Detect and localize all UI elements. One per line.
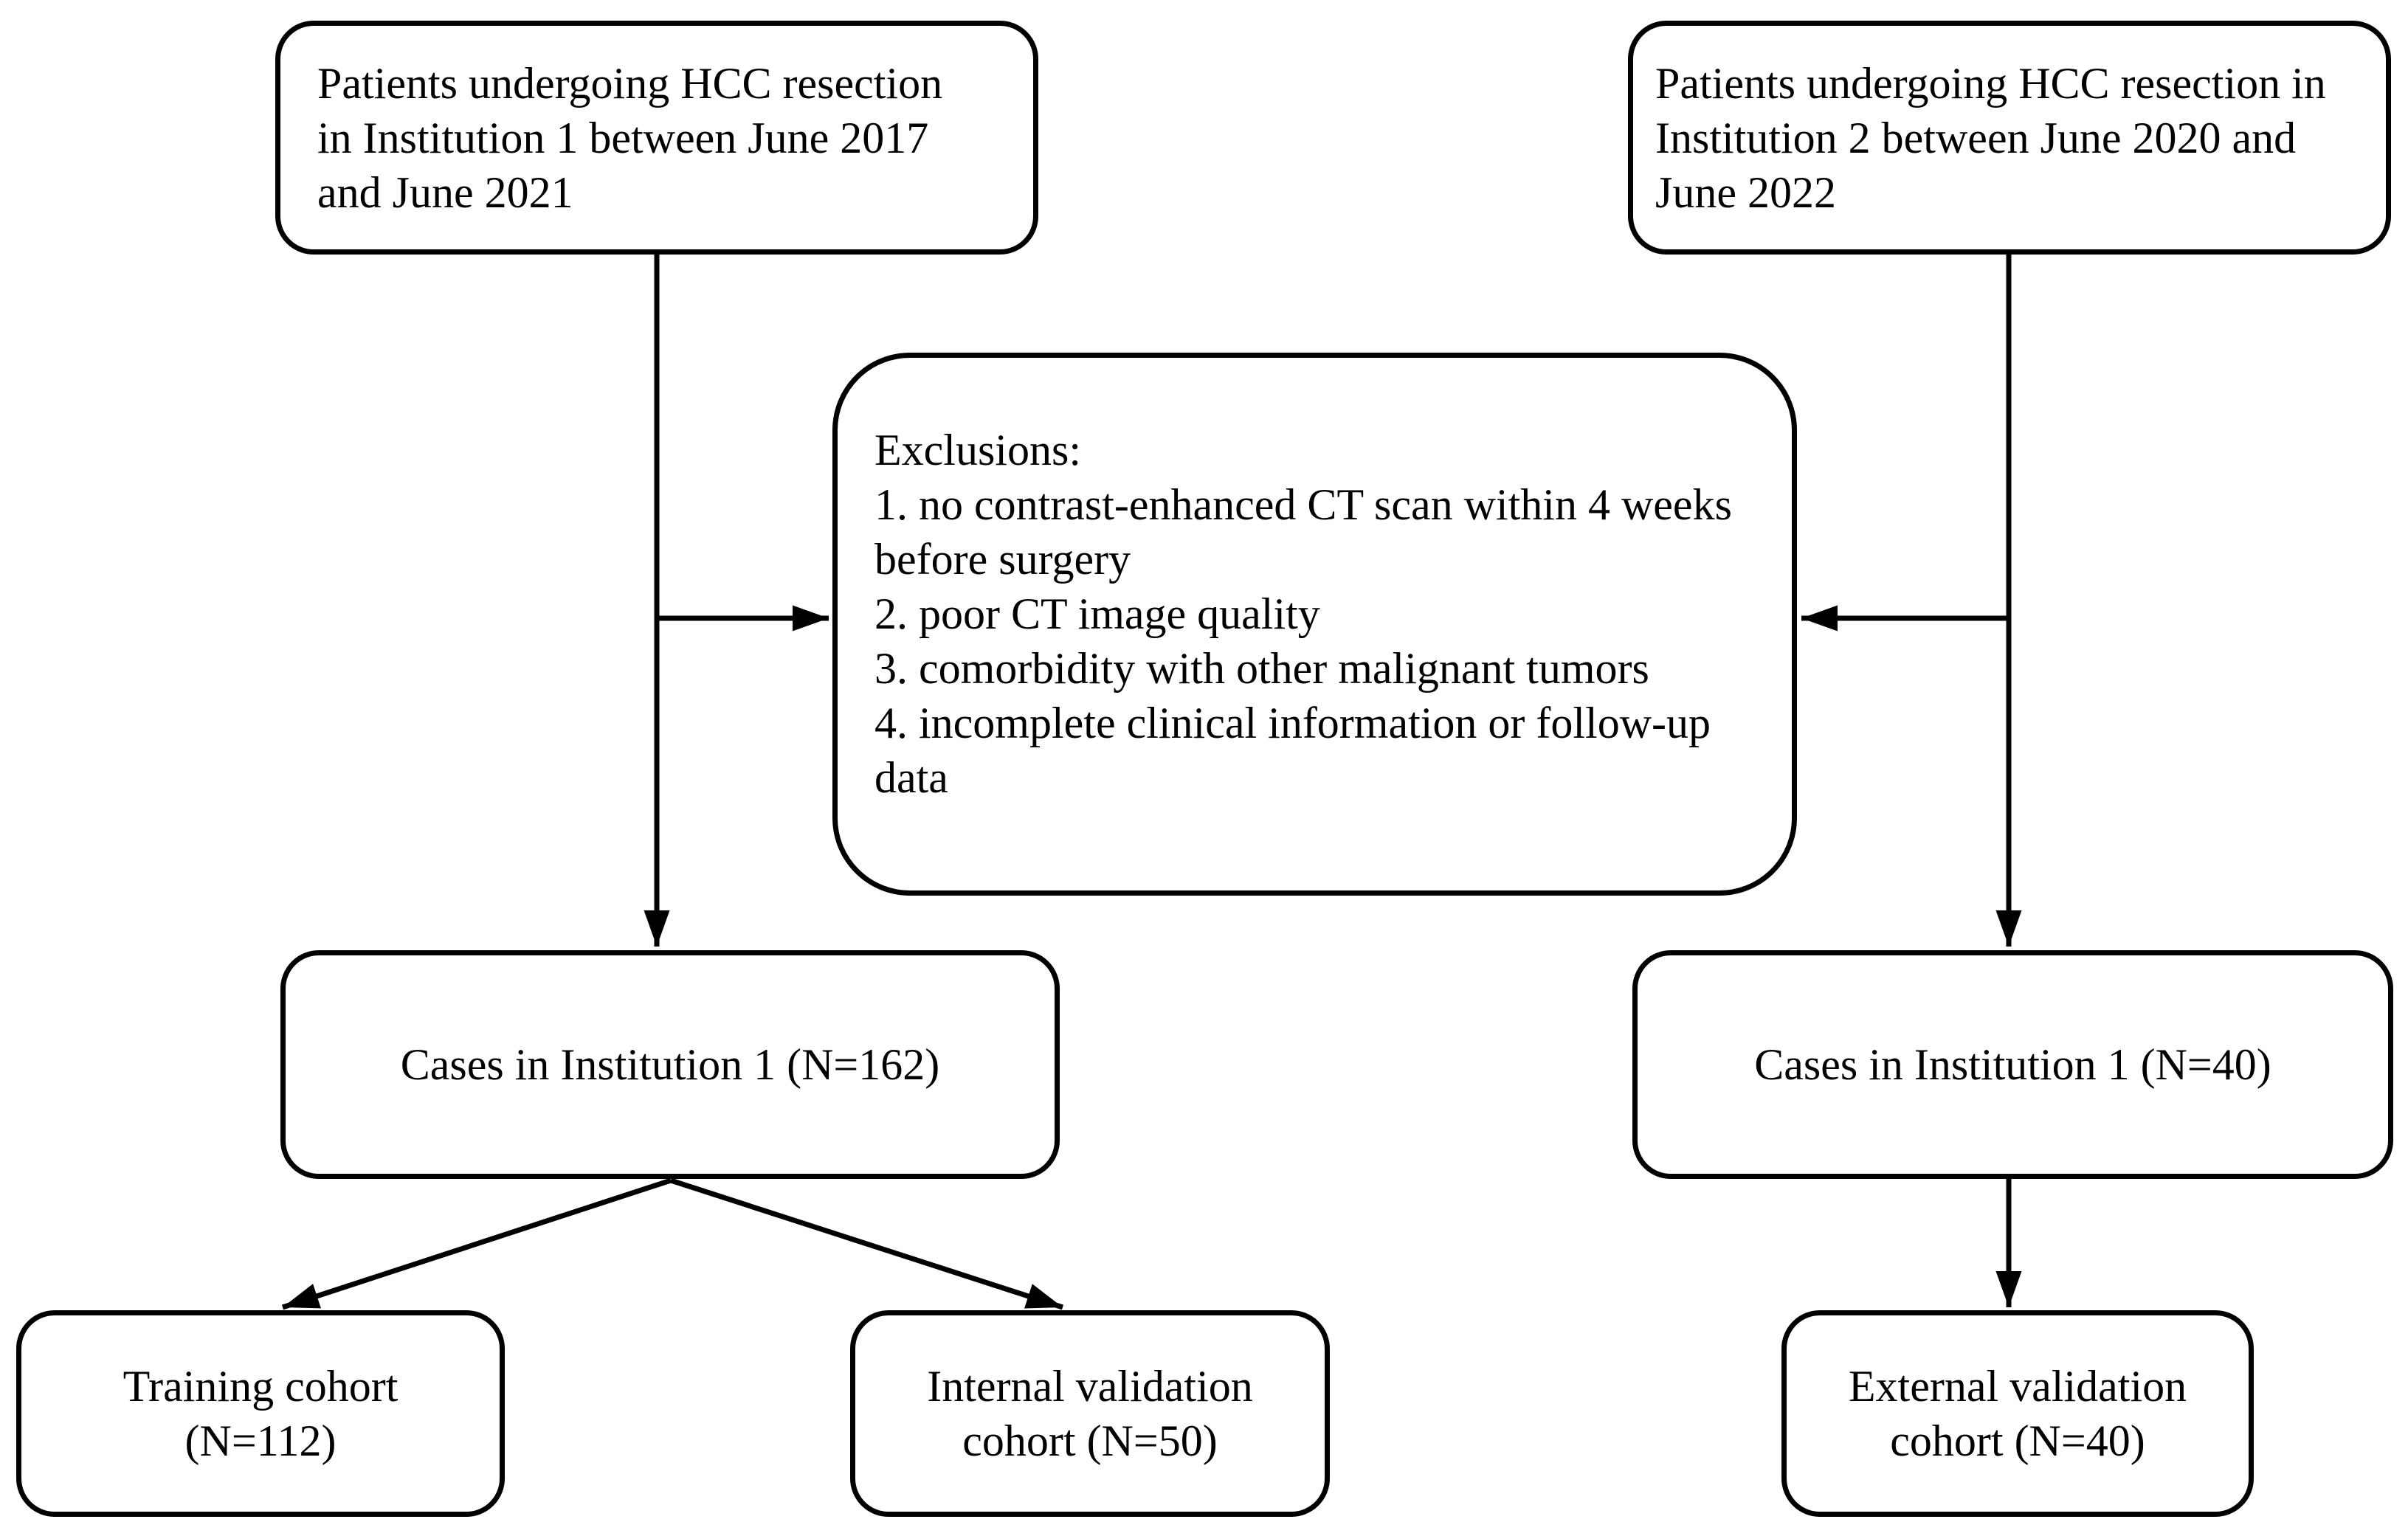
- box-institution2-patients: Patients undergoing HCC resection in Inst…: [1628, 21, 2391, 255]
- text-line: Patients undergoing HCC resection: [317, 58, 943, 108]
- box-cases-institution1: Cases in Institution 1 (N=162): [280, 950, 1060, 1179]
- arrow-cases1-to-internal-validation: [669, 1177, 1064, 1310]
- text-line: cohort (N=40): [1890, 1416, 2145, 1465]
- text-line: June 2022: [1655, 167, 1836, 217]
- text-line: Exclusions:: [874, 426, 1081, 474]
- box-cases-institution2: Cases in Institution 1 (N=40): [1632, 950, 2393, 1179]
- text-line: Internal validation: [927, 1362, 1253, 1411]
- text-line: (N=112): [184, 1416, 337, 1465]
- text-line: 4. incomplete clinical information or fo…: [874, 699, 1711, 747]
- text-line: 3. comorbidity with other malignant tumo…: [874, 644, 1649, 693]
- text-line: in Institution 1 between June 2017: [317, 113, 929, 162]
- text-line: data: [874, 753, 948, 802]
- text-line: Patients undergoing HCC resection in: [1655, 58, 2326, 108]
- text-line: Institution 2 between June 2020 and: [1655, 113, 2297, 162]
- text-line: before surgery: [874, 535, 1131, 584]
- box-internal-validation-cohort: Internal validation cohort (N=50): [850, 1310, 1330, 1517]
- box-training-cohort: Training cohort (N=112): [16, 1310, 505, 1517]
- cases1-label: Cases in Institution 1 (N=162): [400, 1040, 940, 1089]
- box-exclusions: Exclusions: 1. no contrast-enhanced CT sc…: [832, 353, 1797, 896]
- text-line: cohort (N=50): [962, 1416, 1218, 1465]
- text-line: Training cohort: [123, 1362, 399, 1411]
- text-line: External validation: [1848, 1362, 2187, 1411]
- text-line: and June 2021: [317, 167, 573, 217]
- text-line: 1. no contrast-enhanced CT scan within 4…: [874, 480, 1732, 529]
- arrow-cases1-to-training: [281, 1177, 672, 1310]
- box-institution1-patients: Patients undergoing HCC resection in Inst…: [275, 21, 1038, 255]
- text-line: 2. poor CT image quality: [874, 589, 1320, 638]
- cases2-label: Cases in Institution 1 (N=40): [1754, 1040, 2271, 1089]
- box-external-validation-cohort: External validation cohort (N=40): [1781, 1310, 2254, 1517]
